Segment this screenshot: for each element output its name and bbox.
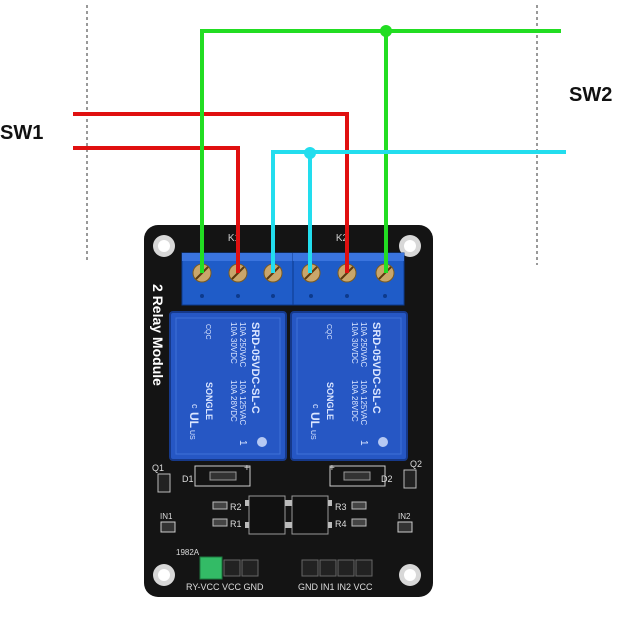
relay-us-mark: US bbox=[188, 430, 195, 440]
in1-label: IN1 bbox=[160, 512, 173, 521]
optocoupler-right bbox=[288, 495, 332, 535]
chip-label: 1982A bbox=[176, 548, 200, 557]
relay-pin-marker bbox=[378, 437, 388, 447]
transistor-q2 bbox=[403, 469, 417, 489]
diode-d1-outline bbox=[194, 465, 251, 487]
mounting-hole bbox=[153, 564, 175, 586]
resistor-r4 bbox=[351, 518, 367, 527]
r3-label: R3 bbox=[335, 502, 347, 512]
relay-c-mark: c bbox=[190, 404, 200, 409]
relay-rating: 10A 125VAC bbox=[238, 380, 247, 425]
resistor-r2 bbox=[212, 501, 228, 510]
diode-d1 bbox=[209, 471, 237, 481]
relay-cqc-mark: CQC bbox=[204, 324, 211, 340]
jumper-header bbox=[199, 556, 259, 580]
relay-rating: 10A 28VDC bbox=[350, 380, 359, 422]
relay-pin-marker bbox=[257, 437, 267, 447]
cyan-junction-dot bbox=[304, 147, 316, 159]
relay-rating: 10A 30VDC bbox=[229, 322, 238, 364]
relay-number: 1 bbox=[237, 440, 248, 446]
relay-board: K1 K2 bbox=[144, 225, 433, 597]
diode-d2 bbox=[343, 471, 371, 481]
relay-brand: SONGLE bbox=[325, 382, 335, 420]
relay-rating: 10A 250VAC bbox=[359, 322, 368, 367]
led-in2 bbox=[397, 521, 413, 533]
diode-d2-outline bbox=[329, 465, 386, 487]
relay-c-mark: c bbox=[311, 404, 321, 409]
q1-label: Q1 bbox=[152, 463, 164, 473]
d2-plus: + bbox=[329, 463, 335, 474]
relay-rating: 10A 250VAC bbox=[238, 322, 247, 367]
relay-cqc-mark: CQC bbox=[325, 324, 332, 340]
relay-rating: 10A 125VAC bbox=[359, 380, 368, 425]
red-wire-sw1-upper bbox=[73, 112, 349, 273]
d1-plus: + bbox=[244, 463, 250, 474]
mounting-hole bbox=[399, 564, 421, 586]
wires bbox=[73, 29, 566, 273]
green-wire-sw2-left bbox=[200, 29, 386, 273]
k1-label: K1 bbox=[228, 233, 241, 244]
in2-label: IN2 bbox=[398, 512, 411, 521]
relay-ul-mark: UL bbox=[308, 412, 322, 428]
relay-ul-mark: UL bbox=[187, 412, 201, 428]
relay-model: SRD-05VDC-SL-C bbox=[370, 322, 382, 414]
sw1-label: SW1 bbox=[0, 122, 44, 144]
left-header-label: RY-VCC VCC GND bbox=[186, 582, 264, 592]
input-header bbox=[301, 559, 373, 577]
relay-us-mark: US bbox=[309, 430, 316, 440]
d1-label: D1 bbox=[182, 474, 194, 484]
resistor-r1 bbox=[212, 518, 228, 527]
mounting-hole bbox=[399, 235, 421, 257]
relay-rating: 10A 28VDC bbox=[229, 380, 238, 422]
relay-model: SRD-05VDC-SL-C bbox=[249, 322, 261, 414]
relay-brand: SONGLE bbox=[204, 382, 214, 420]
relay-k2: SRD-05VDC-SL-C 10A 250VAC 10A 30VDC 10A … bbox=[290, 311, 408, 461]
relay-number: 1 bbox=[358, 440, 369, 446]
green-junction-dot bbox=[380, 25, 392, 37]
optocoupler-left bbox=[245, 495, 289, 535]
r4-label: R4 bbox=[335, 519, 347, 529]
right-header-label: GND IN1 IN2 VCC bbox=[298, 582, 373, 592]
r2-label: R2 bbox=[230, 502, 242, 512]
sw2-label: SW2 bbox=[569, 84, 613, 106]
transistor-q1 bbox=[157, 473, 171, 493]
mounting-hole bbox=[153, 235, 175, 257]
d2-label: D2 bbox=[381, 474, 393, 484]
board-title: 2 Relay Module bbox=[150, 284, 166, 386]
resistor-r3 bbox=[351, 501, 367, 510]
r1-label: R1 bbox=[230, 519, 242, 529]
led-in1 bbox=[160, 521, 176, 533]
relay-rating: 10A 30VDC bbox=[350, 322, 359, 364]
red-wire-sw1-lower bbox=[73, 146, 240, 273]
q2-label: Q2 bbox=[410, 459, 422, 469]
k2-label: K2 bbox=[336, 233, 349, 244]
cyan-wire-sw2-left bbox=[271, 150, 310, 273]
terminal-pin-dots bbox=[200, 294, 387, 298]
relay-k1: SRD-05VDC-SL-C 10A 250VAC 10A 30VDC 10A … bbox=[169, 311, 287, 461]
